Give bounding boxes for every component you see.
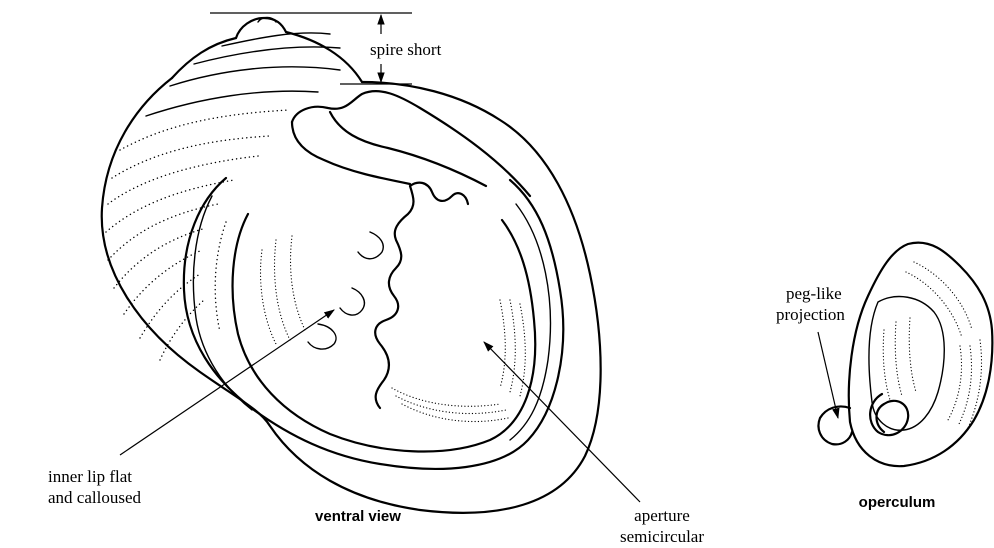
aperture-outer-rim bbox=[184, 178, 563, 469]
leader-aperture bbox=[484, 342, 640, 502]
leader-peg bbox=[818, 332, 838, 418]
caption-operculum: operculum bbox=[859, 494, 936, 511]
label-aperture-2: semicircular bbox=[620, 527, 704, 546]
label-inner-lip-1: inner lip flat bbox=[48, 467, 132, 486]
label-peg-2: projection bbox=[776, 305, 845, 324]
label-peg-1: peg-like bbox=[786, 284, 842, 303]
caption-ventral-view: ventral view bbox=[315, 508, 401, 525]
aperture-shading bbox=[261, 236, 526, 422]
inner-lip-teeth bbox=[375, 186, 413, 408]
label-aperture-1: aperture bbox=[634, 506, 690, 525]
label-inner-lip-2: and calloused bbox=[48, 488, 141, 507]
operculum-shading bbox=[883, 262, 981, 428]
operculum-drawing bbox=[819, 243, 993, 467]
peg-projection bbox=[819, 406, 853, 444]
operculum-outline bbox=[849, 243, 993, 467]
shell-outline bbox=[102, 78, 601, 513]
shell-drawing bbox=[102, 18, 601, 513]
parietal-callus bbox=[292, 91, 530, 196]
operculum-nucleus bbox=[870, 394, 908, 435]
aperture-inner-rim bbox=[233, 214, 536, 451]
label-spire-short: spire short bbox=[370, 40, 442, 59]
